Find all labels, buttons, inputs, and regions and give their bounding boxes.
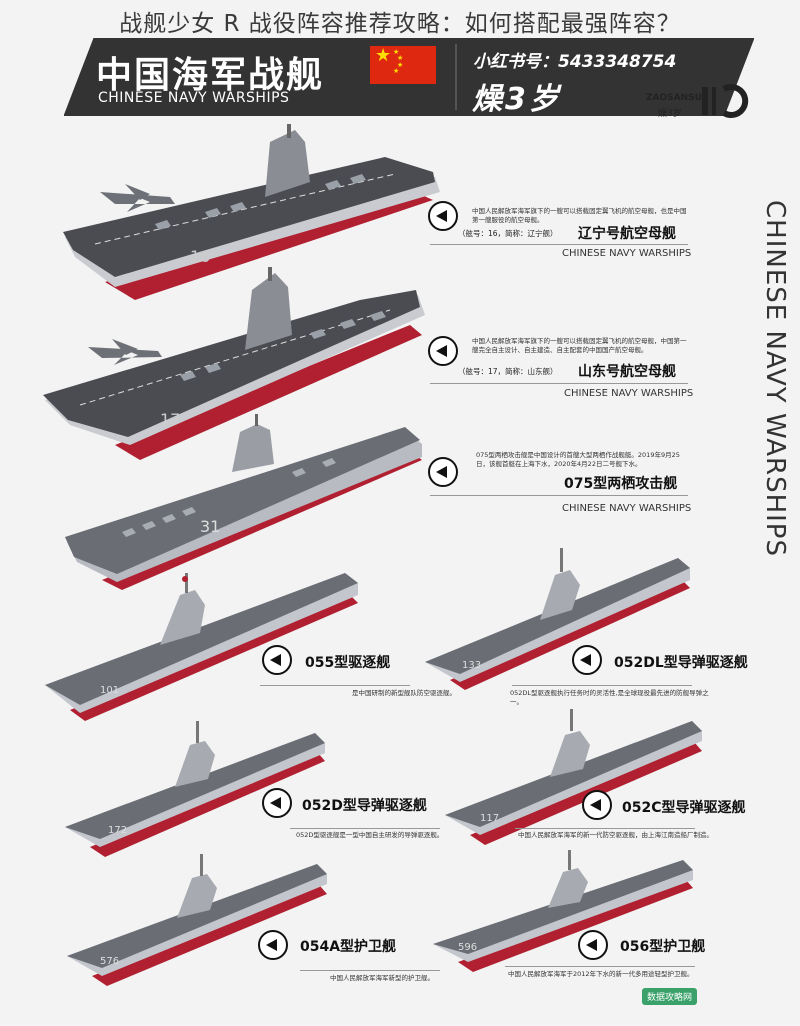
hull-number: 101 (100, 685, 119, 696)
banner-title-en: CHINESE NAVY WARSHIPS (98, 90, 290, 106)
arrow-left-icon (578, 930, 608, 960)
type-052d-destroyer-image: 172 (65, 721, 325, 857)
banner-title-cn: 中国海军战舰 (96, 55, 325, 96)
hull-number: 17 (160, 410, 180, 429)
ship-description: 052D型驱逐舰是一型中国自主研发的导弹驱逐舰。 (296, 831, 444, 839)
divider (430, 495, 688, 496)
page-title: 战舰少女 R 战役阵容推荐攻略：如何搭配最强阵容？ (119, 11, 681, 37)
divider (300, 970, 440, 971)
hull-number: 576 (100, 956, 119, 967)
arrow-left-icon (262, 645, 292, 675)
ship-name: 054A型护卫舰 (300, 939, 397, 955)
divider (430, 383, 688, 384)
liaoning-carrier-image: 16 (63, 124, 440, 300)
brand-name: 燥3岁 (472, 82, 562, 117)
type-075-amphibious-image: 31 (65, 414, 422, 590)
ship-caption-en: CHINESE NAVY WARSHIPS (562, 503, 692, 514)
hull-number: 117 (480, 813, 499, 824)
ship-caption-en: CHINESE NAVY WARSHIPS (562, 248, 692, 259)
type-052dl-destroyer-image: 133 (425, 548, 690, 690)
divider (512, 685, 692, 686)
side-title-vertical: CHINESE NAVY WARSHIPS (760, 200, 790, 557)
ship-description: 中国人民解放军海军新型的护卫舰。 (330, 974, 434, 982)
hull-number: 596 (458, 942, 477, 953)
ship-description: 是中国研制的新型舰队防空驱逐舰。 (352, 689, 456, 697)
logo-text-cn: 燥3岁 (658, 109, 682, 119)
arrow-left-icon (428, 201, 458, 231)
arrow-left-icon (258, 930, 288, 960)
ship-code: （舷号：16，简称：辽宁舰） (458, 229, 558, 238)
ship-description: 中国人民解放军海军旗下的一艘可以搭载固定翼飞机的航空母舰，也是中国第一艘服役的航… (472, 207, 687, 224)
ship-description: 052DL型驱逐舰执行任务时的灵活性,是全球现役最先进的防舰导弹之一。 (510, 689, 709, 706)
arrow-left-icon (428, 336, 458, 366)
ship-name: 056型护卫舰 (620, 939, 706, 955)
ship-description: 075型两栖攻击舰是中国设计的首艘大型两栖作战舰艇。2019年9月25日，该舰首… (476, 451, 680, 468)
ship-name: 辽宁号航空母舰 (578, 226, 676, 242)
hull-number: 31 (200, 517, 220, 536)
ship-name: 075型两栖攻击舰 (564, 476, 678, 492)
china-flag-icon: ★ ★ ★ ★ ★ (370, 46, 436, 84)
site-watermark-badge: 数据攻略网 (642, 988, 698, 1005)
divider (515, 828, 695, 829)
ship-description: 中国人民解放军海军于2012年下水的新一代多用途轻型护卫舰。 (508, 970, 694, 978)
type-055-destroyer-image: 101 (45, 573, 358, 721)
divider (430, 244, 688, 245)
hull-number: 133 (462, 660, 481, 671)
type-056-corvette-image: 596 (433, 850, 693, 972)
shandong-carrier-image: 17 (43, 267, 425, 460)
ship-name: 052DL型导弹驱逐舰 (614, 655, 748, 671)
ship-code: （舷号：17，简称：山东舰） (458, 367, 558, 376)
ship-caption-en: CHINESE NAVY WARSHIPS (564, 388, 694, 399)
arrow-left-icon (262, 788, 292, 818)
zaosansui-logo-icon (700, 83, 762, 123)
divider (260, 685, 410, 686)
type-054a-frigate-image: 576 (67, 854, 327, 986)
hull-number: 172 (108, 825, 127, 836)
xiaohongshu-id: 小红书号：5433348754 (473, 52, 677, 72)
ship-name: 山东号航空母舰 (578, 364, 676, 380)
ship-name: 055型驱逐舰 (305, 655, 391, 671)
ship-description: 中国人民解放军海军旗下的一艘可以搭载固定翼飞机的航空母舰，中国第一艘完全自主设计… (472, 337, 687, 354)
arrow-left-icon (572, 645, 602, 675)
logo-text-en: ZAOSANSUI (646, 93, 706, 103)
ship-description: 中国人民解放军海军的新一代防空驱逐舰，由上海江南造船厂制造。 (518, 831, 713, 839)
ship-name: 052C型导弹驱逐舰 (622, 800, 746, 816)
arrow-left-icon (582, 790, 612, 820)
divider (290, 828, 440, 829)
ship-name: 052D型导弹驱逐舰 (302, 798, 427, 814)
divider (505, 966, 695, 967)
hull-number: 16 (190, 247, 210, 266)
arrow-left-icon (428, 457, 458, 487)
